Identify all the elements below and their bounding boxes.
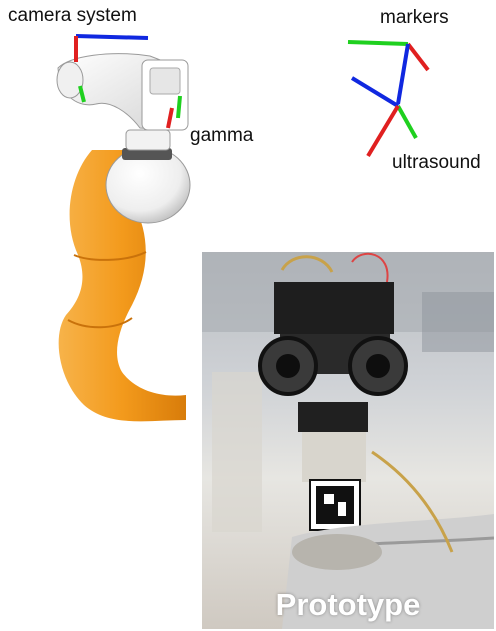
camera-system-label: camera system (8, 5, 137, 27)
markers-label: markers (380, 7, 449, 29)
camera-system-model (57, 36, 188, 130)
ultrasound-label: ultrasound (392, 152, 481, 174)
gamma-probe (106, 130, 190, 223)
ultrasound-axes (352, 78, 416, 156)
prototype-photo: Prototype (202, 252, 494, 629)
markers-axes (348, 42, 428, 104)
gamma-label: gamma (190, 125, 253, 147)
prototype-photo-drawing (202, 252, 494, 629)
prototype-label: Prototype (202, 587, 494, 623)
